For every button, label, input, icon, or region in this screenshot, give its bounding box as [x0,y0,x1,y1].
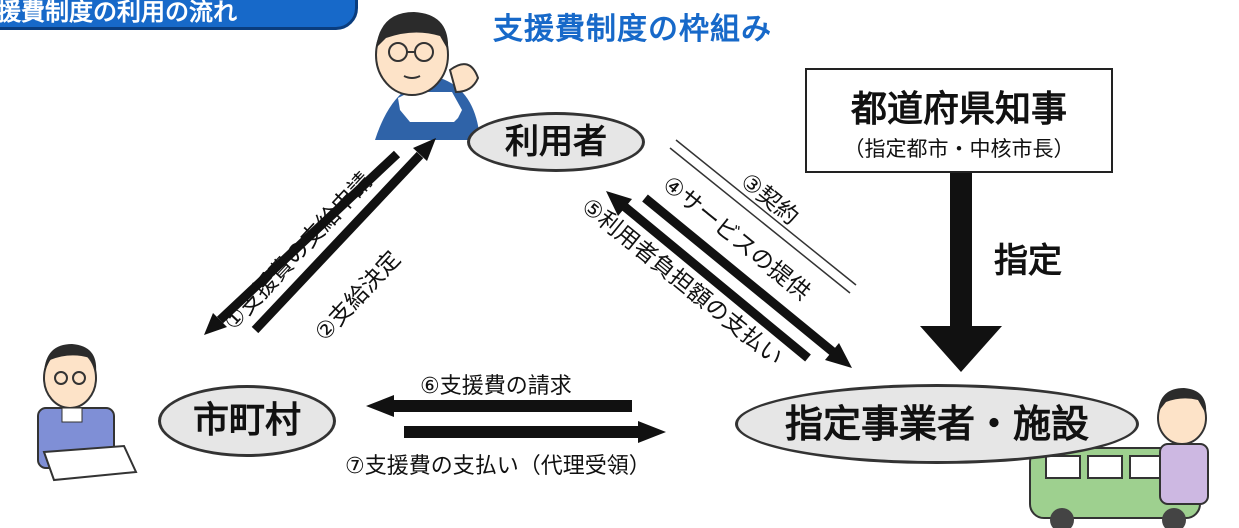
diagram-title: 支援費制度の枠組み [493,12,772,47]
arrow-5-payment [606,191,811,362]
arrow-6-claim [366,395,632,417]
arrow-2-decision [251,138,436,334]
arrow-designation [920,173,1002,372]
flow-label-6: ⑥支援費の請求 [420,374,572,399]
authority-subtitle: （指定都市・中核市長） [843,137,1075,161]
facility-illustration [1029,388,1209,528]
authority-title: 都道府県知事 [850,89,1067,130]
corner-tab: 援費制度の利用の流れ [0,0,358,30]
designation-label: 指定 [994,241,1062,281]
user-illustration [375,12,480,140]
arrow-4-service [642,194,852,368]
arrow-7-reimbursement [404,421,666,443]
city-official-illustration [37,344,138,482]
authority-box: 都道府県知事 （指定都市・中核市長） [805,68,1113,173]
arrow-1-application [204,150,401,335]
flow-label-7: ⑦支援費の支払い（代理受領） [345,454,651,479]
node-facility: 指定事業者・施設 [735,384,1139,464]
line-3-contract [669,139,857,294]
node-user: 利用者 [467,112,645,172]
node-municipality: 市町村 [158,385,336,457]
